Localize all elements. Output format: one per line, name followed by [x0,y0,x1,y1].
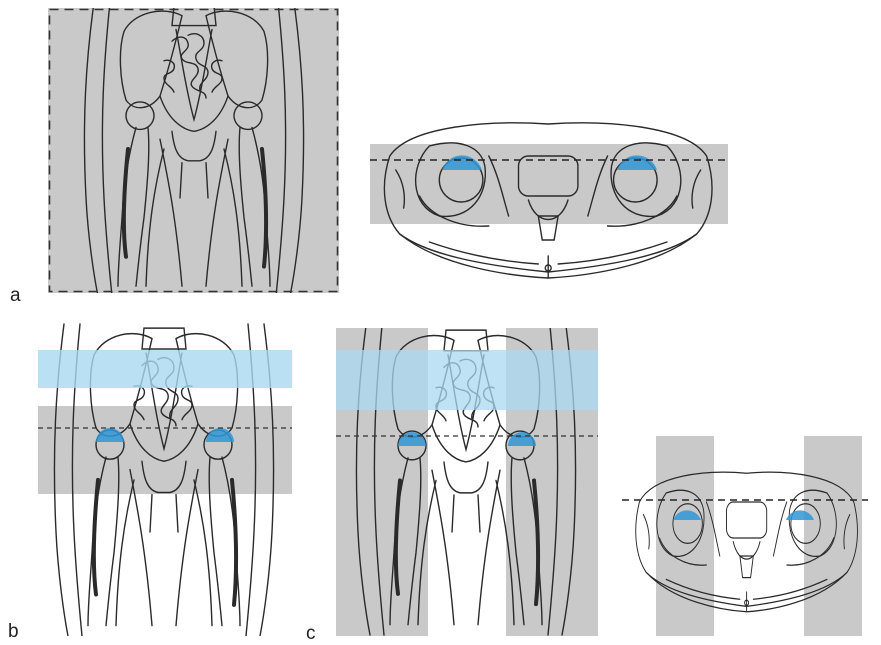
panel-b-coronal-view [38,320,292,636]
panel-a-axial-view [370,112,728,295]
grey-vertical-band-left [656,436,714,636]
grey-vertical-band-right [804,436,862,636]
blue-horizontal-band [38,350,292,388]
coronal-pelvis-drawing-a [48,8,339,293]
panel-c-coronal-view [336,328,598,636]
axial-pelvis-drawing-c [622,436,868,636]
panel-c-axial-view [622,436,868,636]
grey-horizontal-band [38,406,292,494]
panel-label-c: c [306,624,316,643]
panel-label-b: b [8,622,19,641]
panel-label-a: a [10,286,21,305]
panel-a-coronal-view [48,8,339,293]
axial-pelvis-drawing-a [370,112,728,295]
blue-horizontal-band [336,350,598,410]
coronal-pelvis-drawing-b [38,320,292,636]
grey-coverage-region [48,8,339,293]
coronal-pelvis-drawing-c [336,328,598,636]
